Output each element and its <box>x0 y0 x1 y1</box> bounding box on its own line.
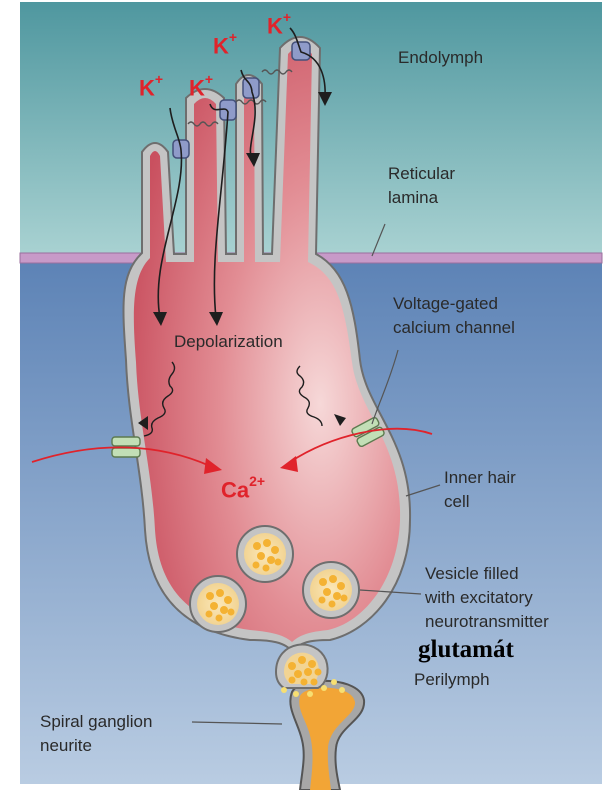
reticular-lamina-label: Reticular lamina <box>388 162 455 210</box>
vesicle <box>190 576 246 632</box>
vesicle <box>303 562 359 618</box>
ion-charge: + <box>155 71 163 87</box>
ion-charge: + <box>283 9 291 25</box>
label-line: Spiral ganglion <box>40 710 152 734</box>
label-line: lamina <box>388 186 455 210</box>
depolarization-label: Depolarization <box>174 330 283 354</box>
label-line: Voltage-gated <box>393 292 515 316</box>
vesicle-label: Vesicle filled with excitatory neurotran… <box>425 562 549 634</box>
label-line: Vesicle filled <box>425 562 549 586</box>
perilymph-label: Perilymph <box>414 668 490 692</box>
label-line: calcium channel <box>393 316 515 340</box>
ion-symbol: Ca <box>221 477 249 502</box>
ion-charge: + <box>229 29 237 45</box>
ion-symbol: K <box>213 33 229 58</box>
label-line: with excitatory <box>425 586 549 610</box>
ion-charge: 2+ <box>249 473 265 489</box>
glutamate-label: glutamát <box>418 636 514 664</box>
ion-symbol: K <box>139 75 155 100</box>
label-line: cell <box>444 490 516 514</box>
ion-symbol: K <box>267 13 283 38</box>
potassium-ion-label: K+ <box>213 32 237 59</box>
potassium-ion-label: K+ <box>139 74 163 101</box>
label-line: Inner hair <box>444 466 516 490</box>
vesicle <box>237 526 293 582</box>
spiral-ganglion-label: Spiral ganglion neurite <box>40 710 152 758</box>
ion-symbol: K <box>189 75 205 100</box>
label-line: Reticular <box>388 162 455 186</box>
potassium-ion-label: K+ <box>267 12 291 39</box>
label-line: neurite <box>40 734 152 758</box>
endolymph-label: Endolymph <box>398 46 483 70</box>
voltage-gated-channel-label: Voltage-gated calcium channel <box>393 292 515 340</box>
calcium-ion-label: Ca2+ <box>221 476 265 503</box>
inner-hair-cell-label: Inner hair cell <box>444 466 516 514</box>
label-line: neurotransmitter <box>425 610 549 634</box>
potassium-ion-label: K+ <box>189 74 213 101</box>
ion-charge: + <box>205 71 213 87</box>
